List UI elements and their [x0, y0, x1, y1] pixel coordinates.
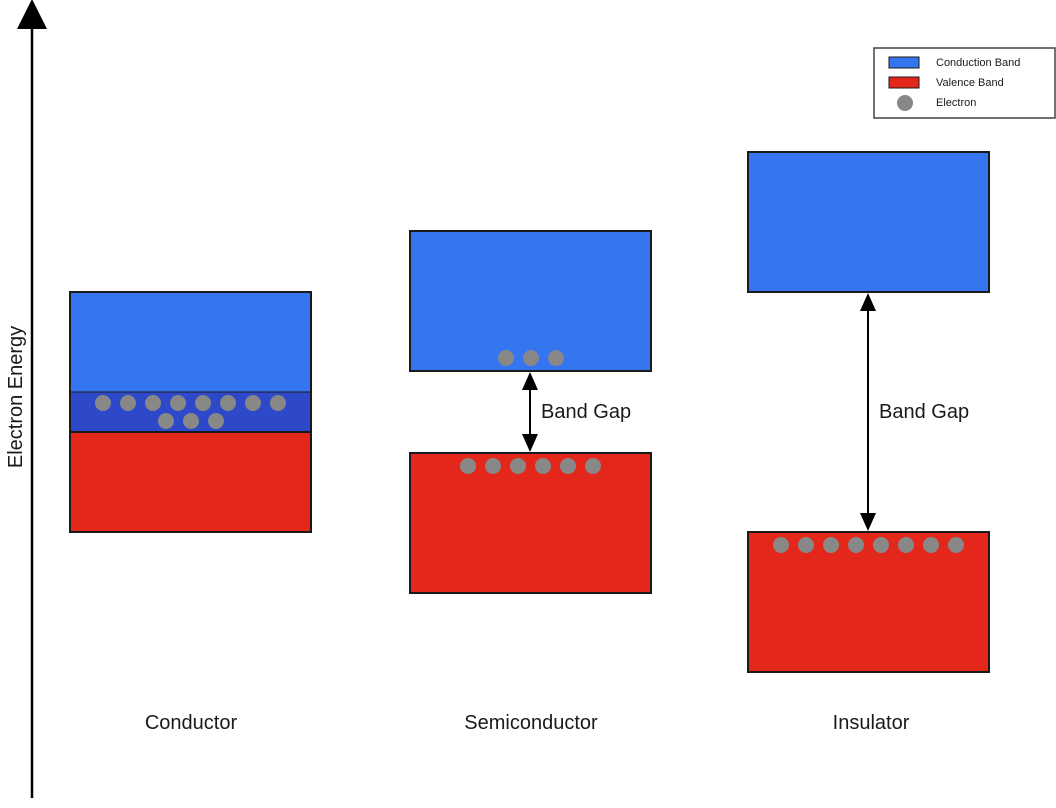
semiconductor-valence-band [409, 452, 652, 594]
semiconductor-valence-electron [460, 458, 476, 474]
conductor-overlap-electron [120, 395, 136, 411]
semiconductor-valence-electron [535, 458, 551, 474]
legend-conduction-label: Conduction Band [936, 57, 1020, 69]
insulator-valence-electron [848, 537, 864, 553]
conductor-overlap-electron [145, 395, 161, 411]
insulator-valence-band [747, 531, 990, 673]
insulator-conduction-band [747, 151, 990, 293]
semiconductor-valence-electron [560, 458, 576, 474]
insulator-band-gap-label: Band Gap [879, 401, 969, 423]
conductor-overlap-electron [245, 395, 261, 411]
conductor-overlap-electron [195, 395, 211, 411]
insulator-valence-electron [898, 537, 914, 553]
energy-axis-label: Electron Energy [5, 326, 27, 468]
insulator-valence-electron [948, 537, 964, 553]
conductor-overlap-electron [170, 395, 186, 411]
conductor-overlap-electron [158, 413, 174, 429]
conductor-overlap-electron [208, 413, 224, 429]
semiconductor-valence-electron [510, 458, 526, 474]
conductor-label: Conductor [145, 712, 238, 734]
insulator-valence-electron [923, 537, 939, 553]
insulator-valence-electron [773, 537, 789, 553]
semiconductor-band-gap-label: Band Gap [541, 401, 631, 423]
conductor-overlap-electron [183, 413, 199, 429]
conductor-conduction-band [70, 292, 311, 393]
semiconductor-valence-electron [485, 458, 501, 474]
legend-valence-swatch [888, 76, 920, 89]
semiconductor-group: Band Gap Semiconductor [409, 230, 652, 734]
conductor-overlap-electron [270, 395, 286, 411]
insulator-valence-electron [873, 537, 889, 553]
insulator-valence-electron [798, 537, 814, 553]
legend-electron-swatch [897, 95, 913, 111]
legend-conduction-swatch [888, 56, 920, 69]
semiconductor-conduction-electron [523, 350, 539, 366]
insulator-electrons [773, 537, 964, 553]
semiconductor-conduction-electron [548, 350, 564, 366]
conductor-outline [69, 291, 312, 533]
conductor-group: Conductor [69, 291, 312, 734]
insulator-label: Insulator [833, 712, 910, 734]
conductor-overlap-electron [220, 395, 236, 411]
semiconductor-valence-electron [585, 458, 601, 474]
semiconductor-conduction-electron [498, 350, 514, 366]
semiconductor-conduction-band [409, 230, 652, 372]
conductor-overlap-electron [95, 395, 111, 411]
conductor-valence-band [70, 432, 311, 532]
semiconductor-electrons [460, 350, 601, 474]
legend: Conduction Band Valence Band Electron [873, 47, 1056, 119]
legend-electron-label: Electron [936, 97, 976, 109]
legend-valence-label: Valence Band [936, 77, 1004, 89]
insulator-valence-electron [823, 537, 839, 553]
conductor-electrons [95, 395, 286, 429]
insulator-group: Band Gap Insulator [747, 151, 990, 734]
semiconductor-label: Semiconductor [464, 712, 598, 734]
